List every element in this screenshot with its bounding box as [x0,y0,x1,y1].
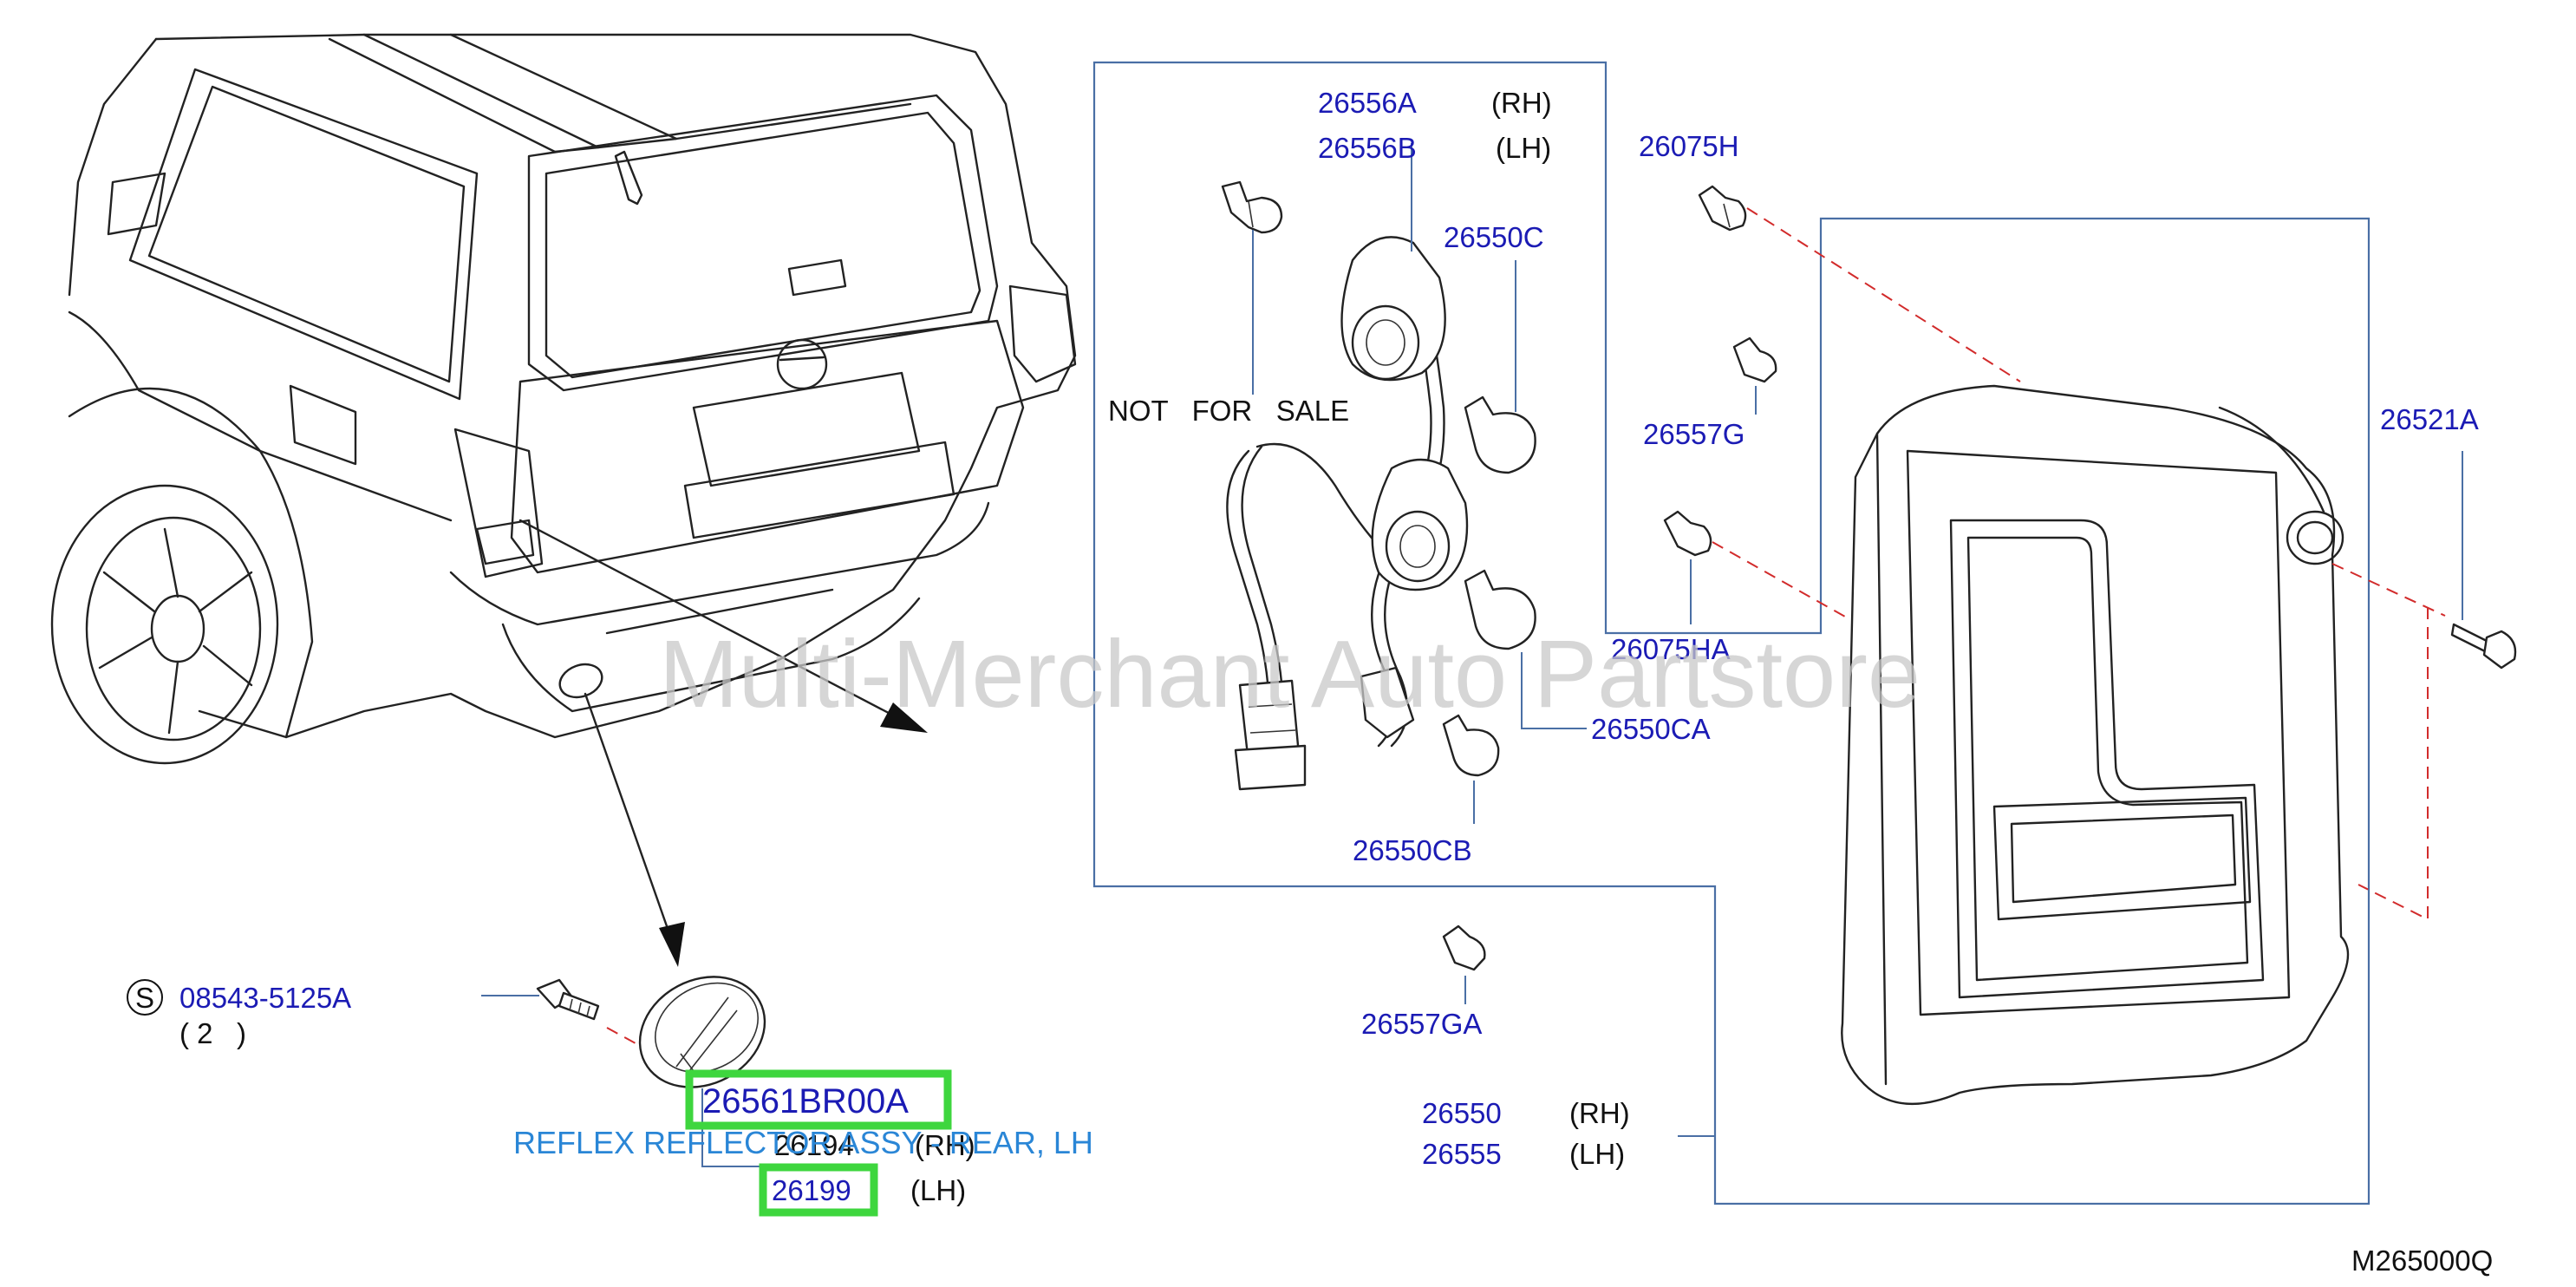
label-26557G[interactable]: 26557G [1643,418,1745,450]
bulb-26550C-icon [1464,395,1536,474]
label-26556A[interactable]: 26556A [1318,87,1417,119]
rear-combination-lamp-illustration [1442,185,2517,1137]
bolt-08543-icon [536,978,600,1021]
label-26194-side: (RH) [915,1129,975,1161]
reflex-reflector-description: REFLEX REFLECTOR ASSY - REAR, LH [513,1125,1093,1160]
label-26550CA[interactable]: 26550CA [1591,713,1711,745]
clip-26075H-icon [1698,185,1747,232]
socket-harness-group [1092,61,2371,1205]
screw-26521A-icon [2450,623,2517,670]
reflector-lens-icon [638,976,766,1088]
diagram-code: M265000Q [2351,1245,2493,1277]
label-26556A-side: (RH) [1491,87,1552,119]
wiring-harness-icon [1226,236,1469,791]
standard-part-symbol [127,979,163,1016]
label-08543-5125A[interactable]: 08543-5125A [179,982,351,1014]
label-26557GA[interactable]: 26557GA [1361,1008,1482,1040]
vehicle-illustration [50,33,1077,967]
standard-part-letter: S [135,982,154,1014]
harness-box-frame [1092,61,2371,1205]
label-26199-side: (LH) [910,1174,966,1206]
clip-26557GA-icon [1442,924,1486,971]
watermark: Multi-Merchant Auto Partstore [659,621,1921,728]
label-26561BR00A[interactable]: 26561BR00A [702,1082,909,1120]
label-26556B-side: (LH) [1496,132,1551,164]
small-wedge-bulb-icon [1221,180,1283,234]
part-labels: 26556A (RH) 26556B (LH) 26550C NOT FOR S… [127,87,2493,1277]
label-26521A[interactable]: 26521A [2380,403,2479,435]
clip-26557G-icon [1732,336,1777,383]
bulb-26550CB-icon [1442,714,1500,777]
label-26550-side: (RH) [1569,1097,1630,1129]
label-26550C[interactable]: 26550C [1444,221,1544,253]
label-26194[interactable]: 26194 [774,1129,854,1161]
not-for-sale-note: NOT FOR SALE [1108,395,1349,427]
label-26555[interactable]: 26555 [1422,1138,1502,1170]
label-26550CB[interactable]: 26550CB [1353,834,1472,866]
reflex-reflector-group [481,976,766,1167]
highlight-box-26199 [759,1163,878,1217]
quantity-note: ( 2 ) [179,1017,246,1049]
bulb-26550CA-icon [1464,569,1536,650]
clip-26075HA-icon [1663,510,1712,557]
label-26199[interactable]: 26199 [772,1174,851,1206]
label-26075H[interactable]: 26075H [1639,130,1739,162]
label-26550[interactable]: 26550 [1422,1097,1502,1129]
label-26556B[interactable]: 26556B [1318,132,1417,164]
highlight-box-26561BR00A [685,1069,952,1130]
label-26075HA[interactable]: 26075HA [1611,633,1731,665]
label-26555-side: (LH) [1569,1138,1625,1170]
